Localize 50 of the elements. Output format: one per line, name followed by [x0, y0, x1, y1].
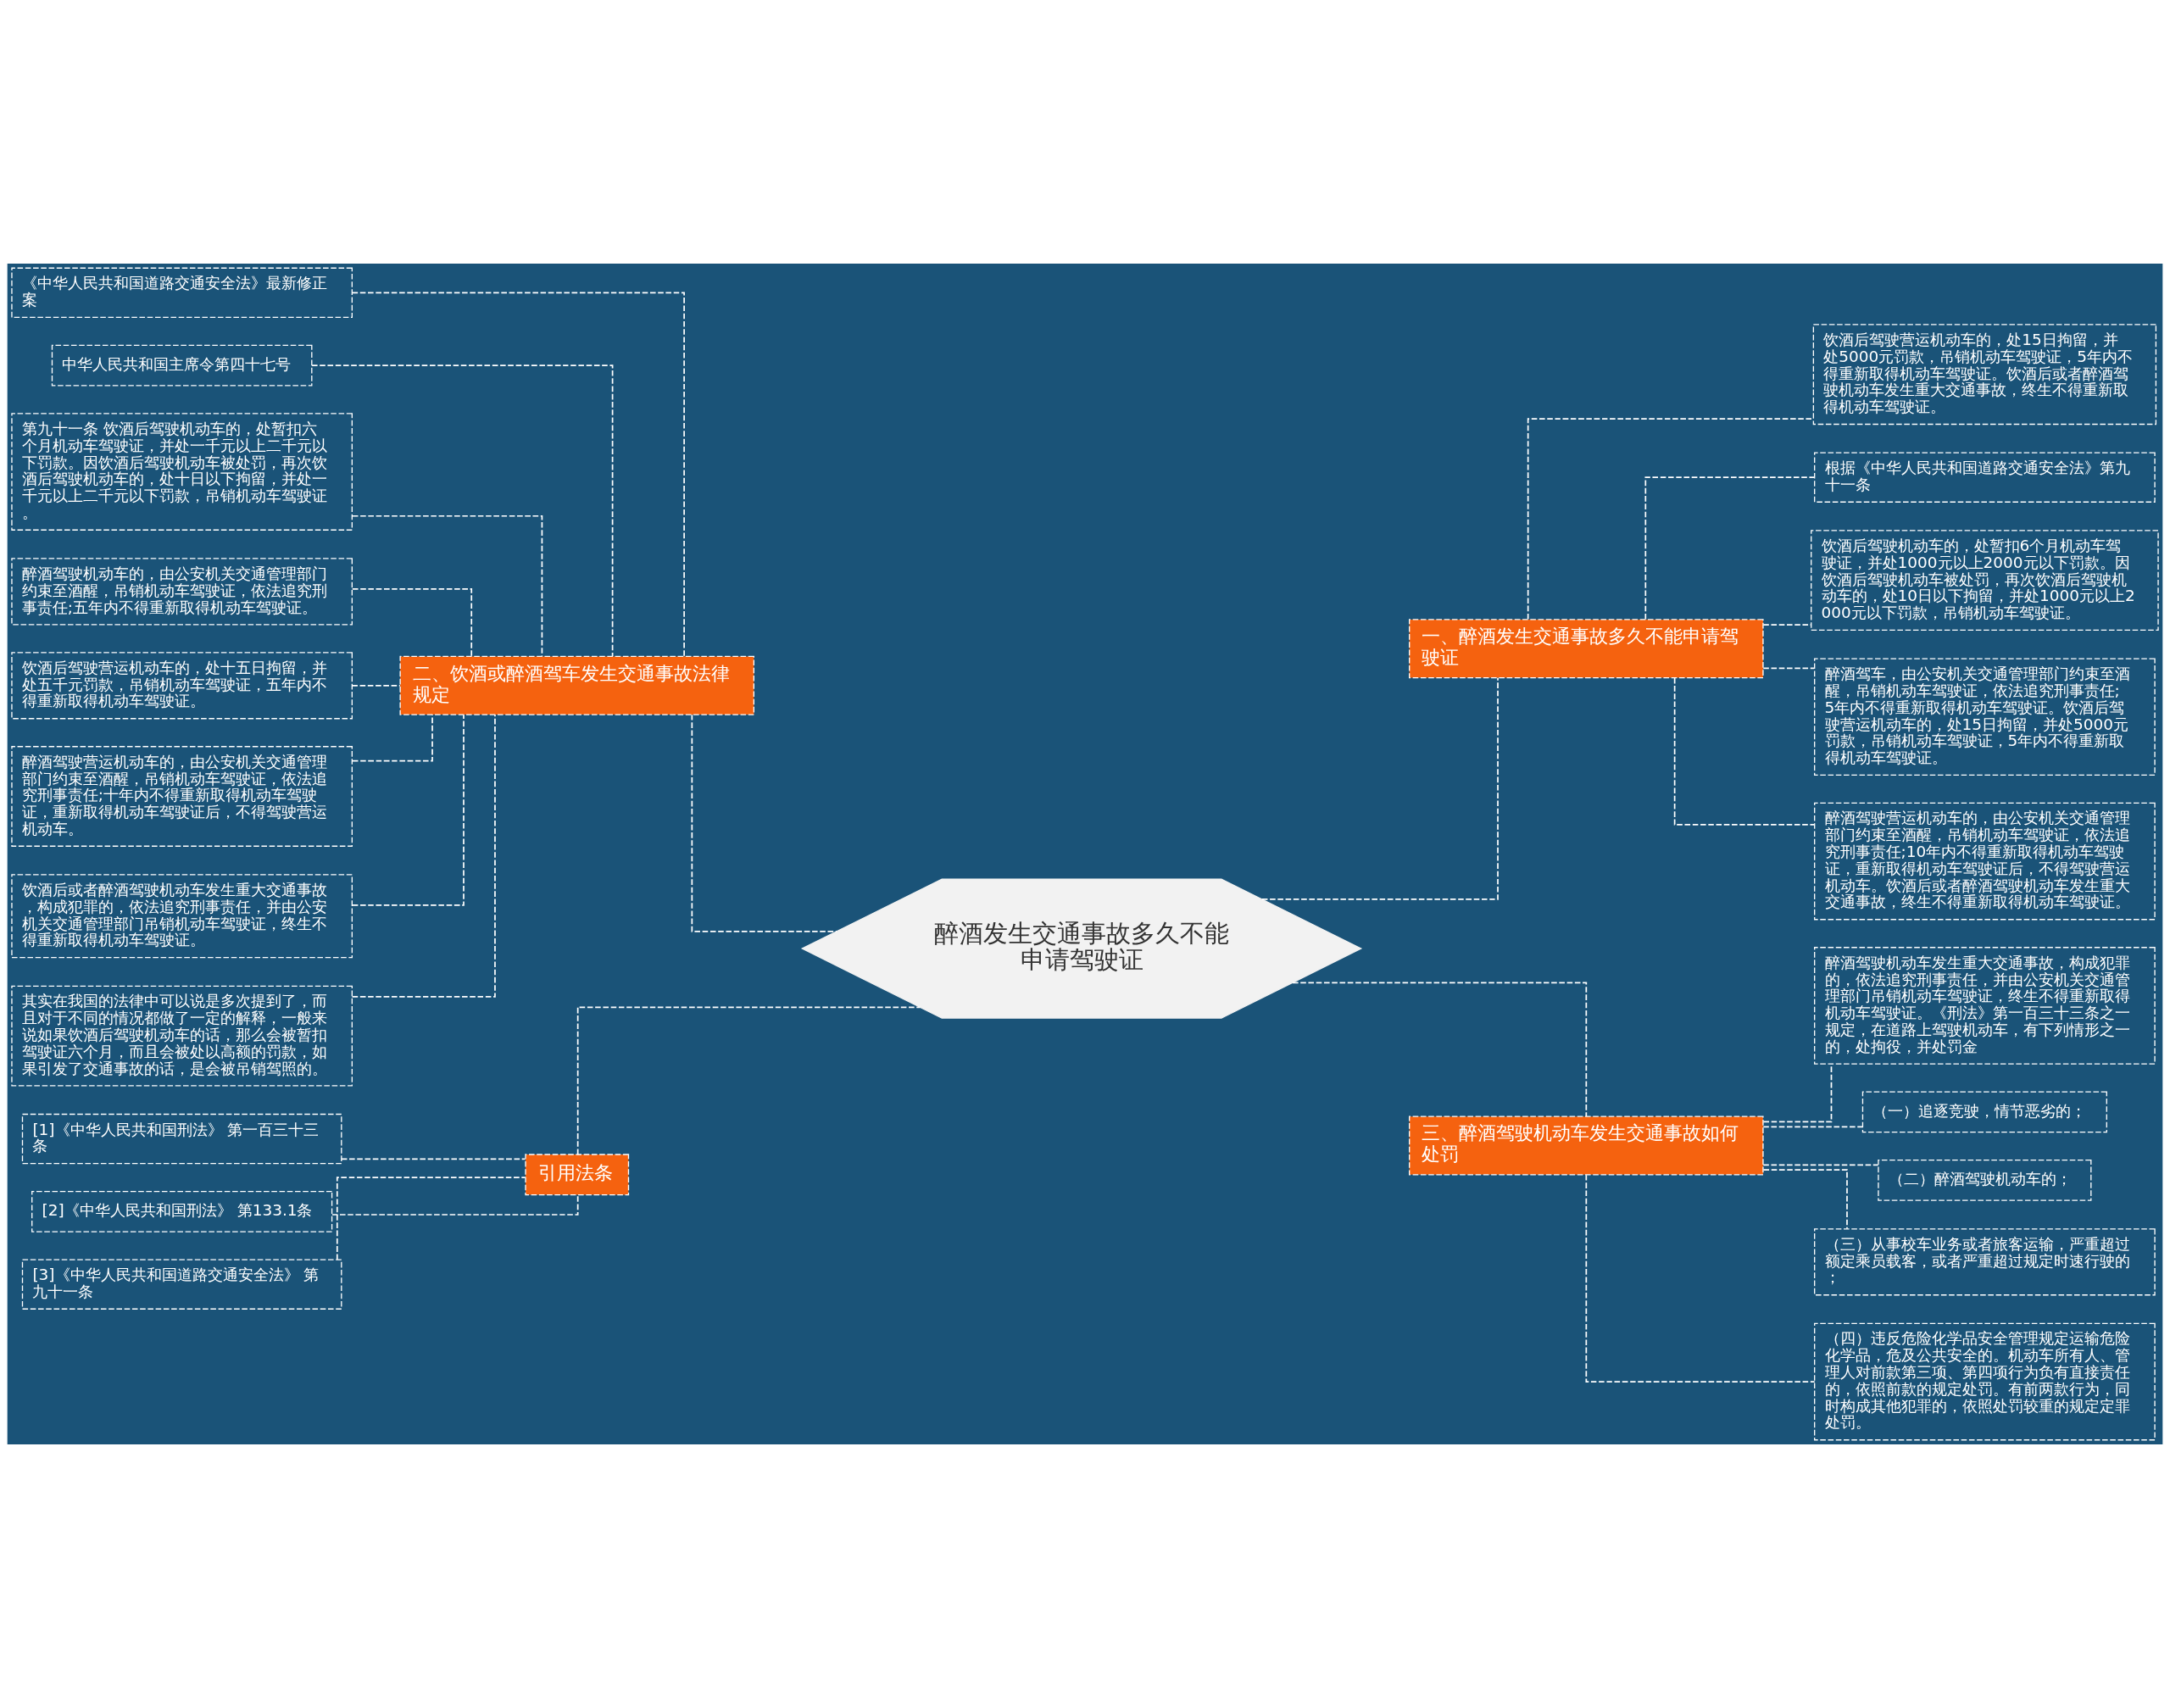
connector [351, 515, 543, 658]
node-box: 三、醉酒驾驶机动车发生交通事故如何处罚 [1409, 1115, 1764, 1176]
connector [331, 1194, 579, 1216]
connector [1762, 1169, 1848, 1230]
node-box: 醉酒驾驶营运机动车的，由公安机关交通管理部门约束至酒醒，吊销机动车驾驶证，依法追究刑事责任;10年内不得重新取得机动车驾驶证，重新取得机动车驾驶证后，不得驾驶营运机动车。饮酒后或者醉酒驾驶机动车发生重大交通事故，终生不得重新取得机动车驾驶证。 [1814, 802, 2156, 921]
connector [576, 1006, 921, 1155]
node-box: 饮酒后驾驶营运机动车的，处十五日拘留，并处五千元罚款，吊销机动车驾驶证，五年内不得重新取得机动车驾驶证。 [11, 652, 353, 720]
node-box: （二）醉酒驾驶机动车的； [1878, 1159, 2092, 1201]
connector [341, 1158, 526, 1160]
node-box: （一）追逐竞驶，情节恶劣的； [1861, 1091, 2107, 1133]
node-box: 第九十一条 饮酒后驾驶机动车的，处暂扣六个月机动车驾驶证，并处一千元以上二千元以下罚款。因饮酒后驾驶机动车被处罚，再次饮酒后驾驶机动车的，处十日以下拘留，并处一千元以上二千元以下罚款，吊销机动车驾驶证。 [11, 413, 353, 531]
node-box: 醉酒驾车，由公安机关交通管理部门约束至酒醒，吊销机动车驾驶证，依法追究刑事责任;5年内不得重新取得机动车驾驶证。饮酒后驾驶营运机动车的，处15日拘留，并处5000元罚款，吊销机动车驾驶证，5年内不得重新取得机动车驾驶证。 [1814, 658, 2156, 776]
connector [1762, 1126, 1863, 1128]
connector [1585, 1174, 1816, 1383]
connector [1292, 982, 1588, 1117]
connector [351, 714, 433, 762]
connector [311, 364, 614, 658]
node-box: （三）从事校车业务或者旅客运输，严重超过额定乘员载客，或者严重超过规定时速行驶的； [1814, 1228, 2156, 1296]
node-box: 醉酒驾驶营运机动车的，由公安机关交通管理部门约束至酒醒，吊销机动车驾驶证，依法追究刑事责任;十年内不得重新取得机动车驾驶证，重新取得机动车驾驶证后，不得驾驶营运机动车。 [11, 746, 353, 847]
node-box: [2]《中华人民共和国刑法》 第133.1条 [31, 1190, 333, 1232]
connector [1527, 418, 1815, 620]
connector [1762, 1063, 1833, 1123]
node-box: 根据《中华人民共和国道路交通安全法》第九十一条 [1814, 452, 2156, 503]
connector [351, 714, 496, 998]
node-box: （四）违反危险化学品安全管理规定运输危险化学品，危及公共安全的。机动车所有人、管理人对前款第三项、第四项行为负有直接责任的，依照前款的规定处罚。有前两款行为，同时构成其他犯罪的，依照处罚较重的规定定罪处罚。 [1814, 1322, 2156, 1441]
node-box: 饮酒后驾驶机动车的，处暂扣6个月机动车驾驶证，并处1000元以上2000元以下罚款。因饮酒后驾驶机动车被处罚，再次饮酒后驾驶机动车的，处10日以下拘留，并处1000元以上2000元以下罚款，吊销机动车驾驶证。 [1811, 530, 2159, 631]
node-box: 其实在我国的法律中可以说是多次提到了，而且对于不同的情况都做了一定的解释，一般来说如果饮酒后驾驶机动车的话，那么会被暂扣驾驶证六个月，而且会被处以高额的罚款，如果引发了交通事故的话，是会被吊销驾照的。 [11, 985, 353, 1087]
connector [691, 714, 837, 932]
node-box: 醉酒驾驶机动车的，由公安机关交通管理部门约束至酒醒，吊销机动车驾驶证，依法追究刑事责任;五年内不得重新取得机动车驾驶证。 [11, 558, 353, 626]
connector [1673, 677, 1816, 826]
connector [336, 1177, 526, 1260]
connector [351, 684, 401, 687]
connector [1261, 676, 1499, 900]
connector [351, 588, 473, 657]
connector [1644, 476, 1816, 620]
node-box: 二、饮酒或醉酒驾车发生交通事故法律规定 [399, 655, 755, 715]
connector [1762, 624, 1812, 626]
node-box: [3]《中华人民共和国道路交通安全法》 第九十一条 [21, 1259, 342, 1310]
node-box: 一、醉酒发生交通事故多久不能申请驾驶证 [1409, 619, 1764, 679]
connector [351, 714, 465, 906]
node-box: 《中华人民共和国道路交通安全法》最新修正案 [11, 267, 353, 319]
connector [351, 292, 685, 658]
node-box: 饮酒后或者醉酒驾驶机动车发生重大交通事故，构成犯罪的，依法追究刑事责任，并由公安机关交通管理部门吊销机动车驾驶证，终生不得重新取得机动车驾驶证。 [11, 874, 353, 959]
node-box: 醉酒驾驶机动车发生重大交通事故，构成犯罪的，依法追究刑事责任，并由公安机关交通管理部门吊销机动车驾驶证，终生不得重新取得机动车驾驶证。《刑法》第一百三十三条之一规定，在道路上驾驶机动车，有下列情形之一的，处拘役，并处罚金 [1814, 947, 2156, 1065]
node-box: 引用法条 [525, 1154, 630, 1196]
connector [1762, 1164, 1879, 1166]
connector [1762, 667, 1816, 670]
node-box: 中华人民共和国主席令第四十七号 [51, 344, 313, 387]
node-box: 饮酒后驾驶营运机动车的，处15日拘留，并处5000元罚款，吊销机动车驾驶证，5年内不得重新取得机动车驾驶证。饮酒后或者醉酒驾驶机动车发生重大交通事故，终生不得重新取得机动车驾驶证。 [1812, 324, 2157, 426]
node-box: [1]《中华人民共和国刑法》 第一百三十三条 [21, 1113, 342, 1165]
